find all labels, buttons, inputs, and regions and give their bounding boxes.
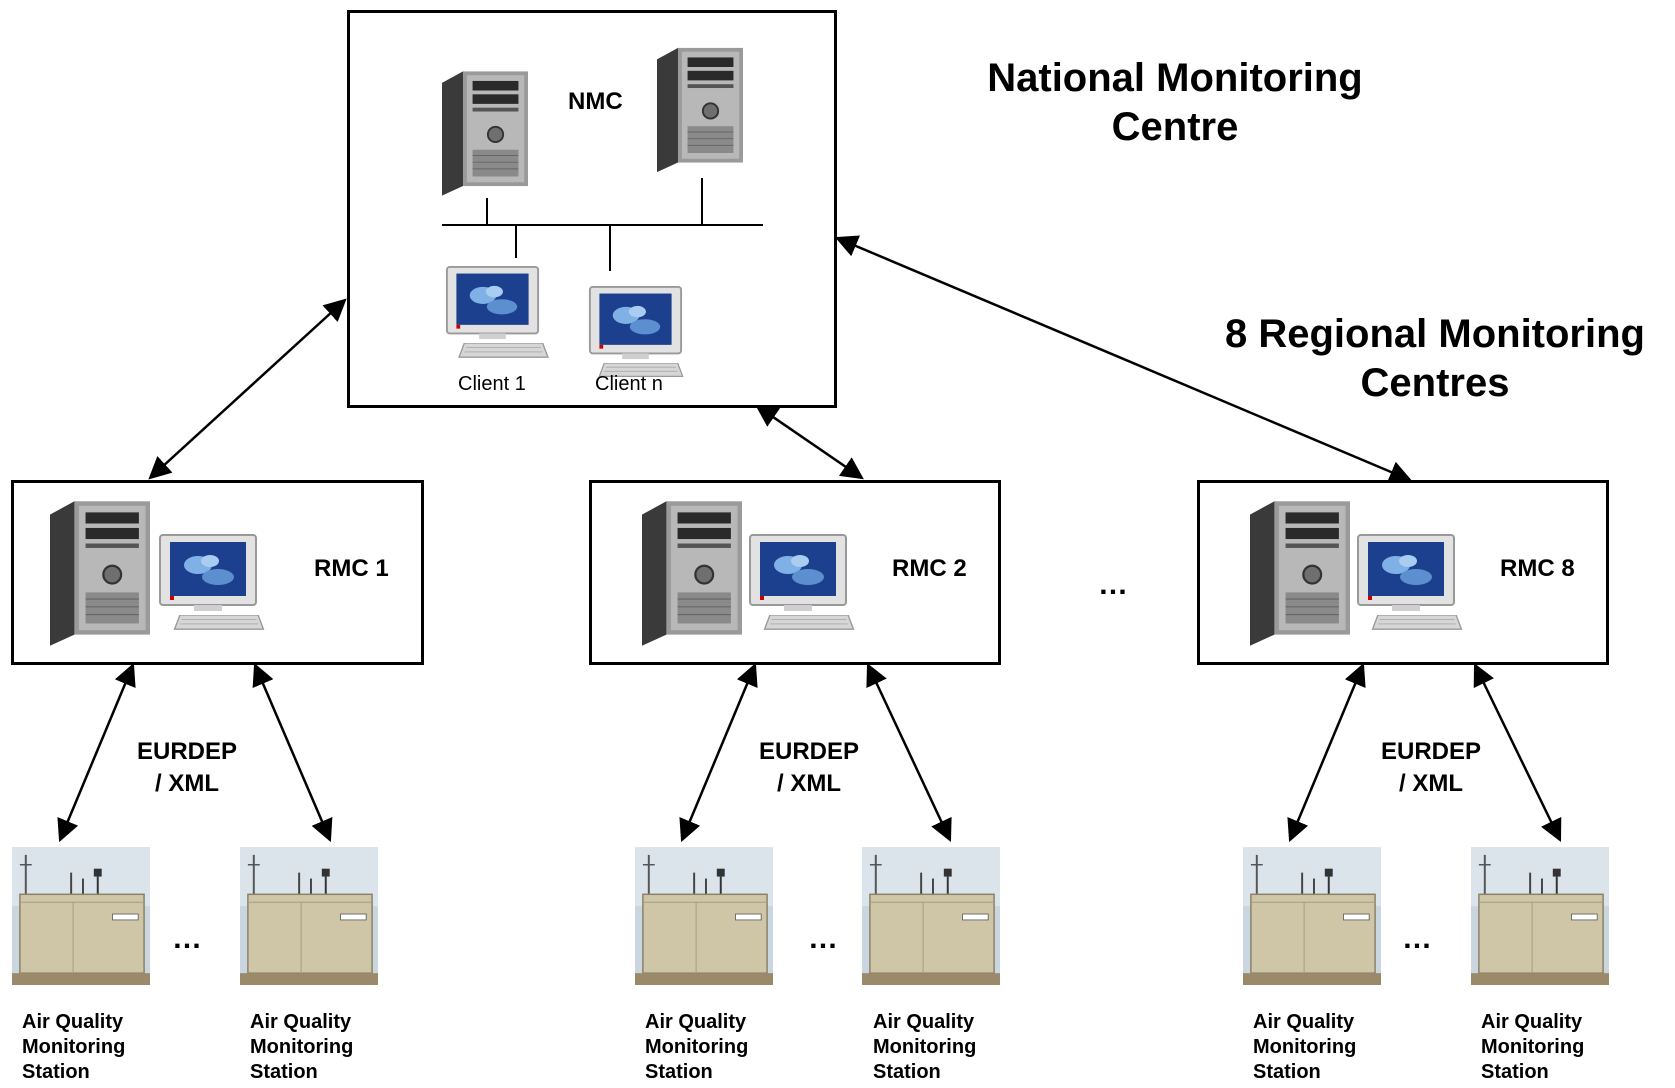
link-nmc-rmc1 — [148, 298, 347, 480]
rmc-8-label: RMC 8 — [1500, 555, 1575, 582]
regional-centres-title: 8 Regional Monitoring Centres — [1225, 312, 1645, 405]
keyboard-icon — [456, 343, 551, 359]
rmc-8-box: RMC 8 — [1197, 480, 1609, 665]
link-rmc2-station-a — [679, 662, 758, 843]
protocol-label-rmc1: EURDEP / XML — [136, 738, 238, 797]
station-ellipsis-3: … — [1402, 922, 1433, 955]
protocol-label-rmc2: EURDEP / XML — [758, 738, 860, 797]
national-centre-title: National Monitoring Centre — [987, 56, 1363, 149]
station-ellipsis-1: … — [172, 922, 203, 955]
crt-monitor-icon — [158, 533, 258, 613]
protocol-label-rmc8: EURDEP / XML — [1380, 738, 1482, 797]
station-container-icon — [635, 846, 773, 986]
rmc-2-box: RMC 2 — [589, 480, 1001, 665]
link-nmc-rmc8 — [834, 235, 1413, 483]
link-rmc8-station-b — [1473, 662, 1562, 843]
crt-monitor-icon — [445, 263, 540, 343]
client-1-label: Client 1 — [458, 373, 526, 395]
keyboard-icon — [754, 615, 864, 631]
rmc-ellipsis: … — [1098, 568, 1129, 601]
nmc-box: NMC Client 1 Client n — [347, 10, 837, 408]
link-rmc1-station-a — [57, 662, 136, 843]
station-container-icon — [1243, 846, 1381, 986]
link-rmc1-station-b — [252, 662, 333, 843]
station-ellipsis-2: … — [808, 922, 839, 955]
link-rmc2-station-b — [866, 662, 952, 843]
rmc-1-box: RMC 1 — [11, 480, 424, 665]
lan-bus — [442, 178, 763, 271]
crt-monitor-icon — [1356, 533, 1456, 613]
keyboard-icon — [1362, 615, 1472, 631]
link-nmc-rmc2 — [755, 404, 864, 480]
nmc-label: NMC — [568, 88, 623, 115]
station-container-icon — [862, 846, 1000, 986]
server-tower-icon — [50, 501, 150, 646]
station-container-icon — [1471, 846, 1609, 986]
rmc-2-label: RMC 2 — [892, 555, 967, 582]
server-tower-icon — [642, 501, 742, 646]
station-container-icon — [240, 846, 378, 986]
client-n-label: Client n — [595, 373, 663, 395]
crt-monitor-icon — [588, 283, 683, 363]
link-rmc8-station-a — [1287, 662, 1366, 843]
crt-monitor-icon — [748, 533, 848, 613]
station-container-icon — [12, 846, 150, 986]
rmc-1-label: RMC 1 — [314, 555, 389, 582]
server-tower-icon — [1250, 501, 1350, 646]
keyboard-icon — [164, 615, 274, 631]
